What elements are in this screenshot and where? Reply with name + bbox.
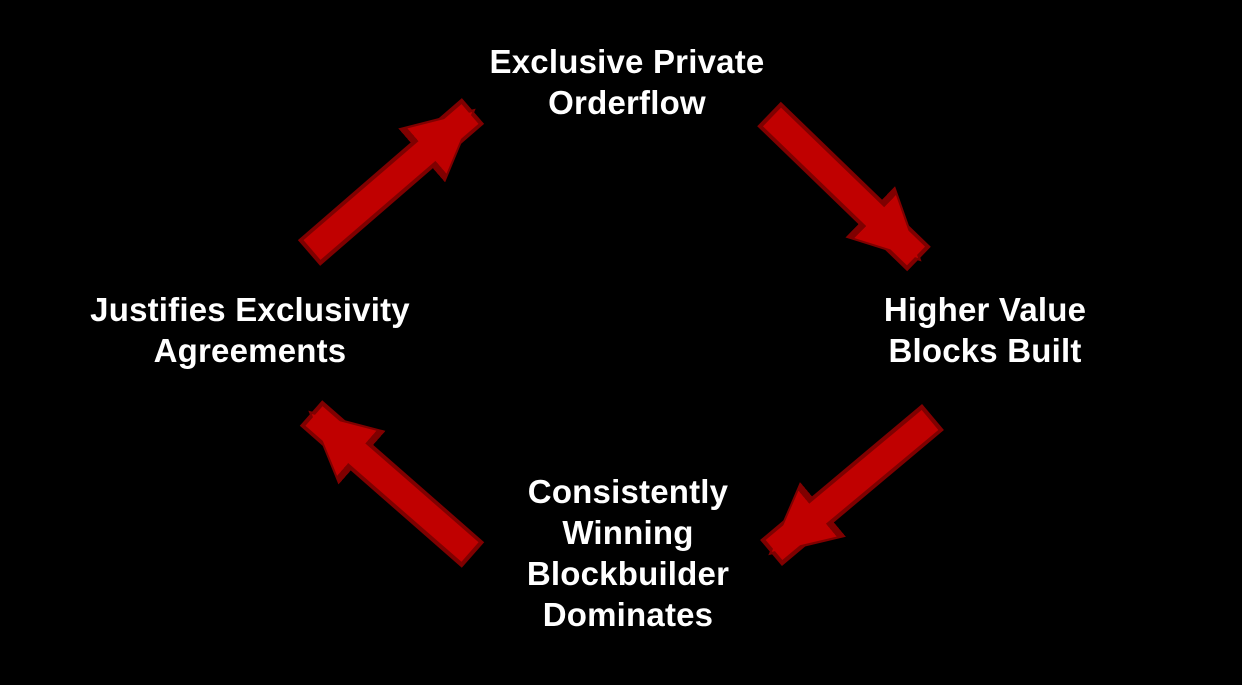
node-justifies-exclusivity-agreements: Justifies Exclusivity Agreements [90,291,410,369]
node-higher-value-blocks-built: Higher Value Blocks Built [883,291,1087,369]
node-exclusive-private-orderflow: Exclusive Private Orderflow [489,43,765,121]
arrow-top-to-right [757,101,931,272]
arrow-right-to-bottom [760,403,944,567]
arrow-bottom-to-left [299,400,485,568]
arrow-left-to-top [297,98,485,266]
node-consistently-winning-blockbuilder-dominates: Consistently Winning Blockbuilder Domina… [526,473,730,633]
